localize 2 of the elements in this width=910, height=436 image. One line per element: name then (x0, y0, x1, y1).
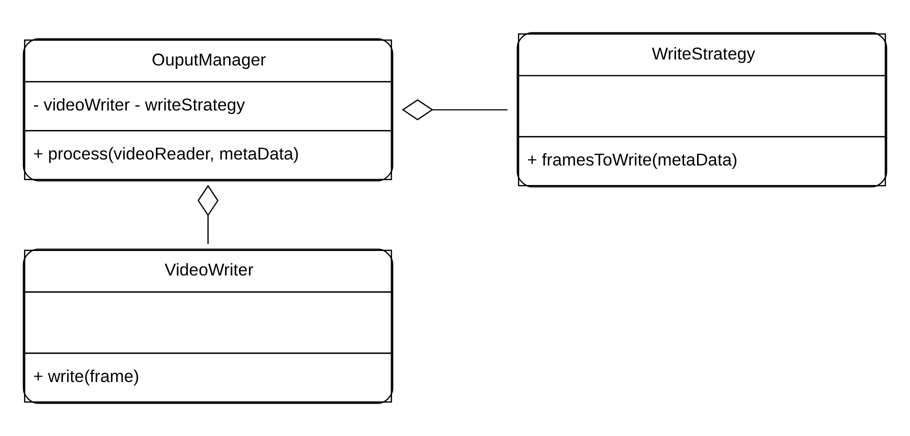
connector (402, 99, 508, 120)
connector (198, 184, 219, 244)
